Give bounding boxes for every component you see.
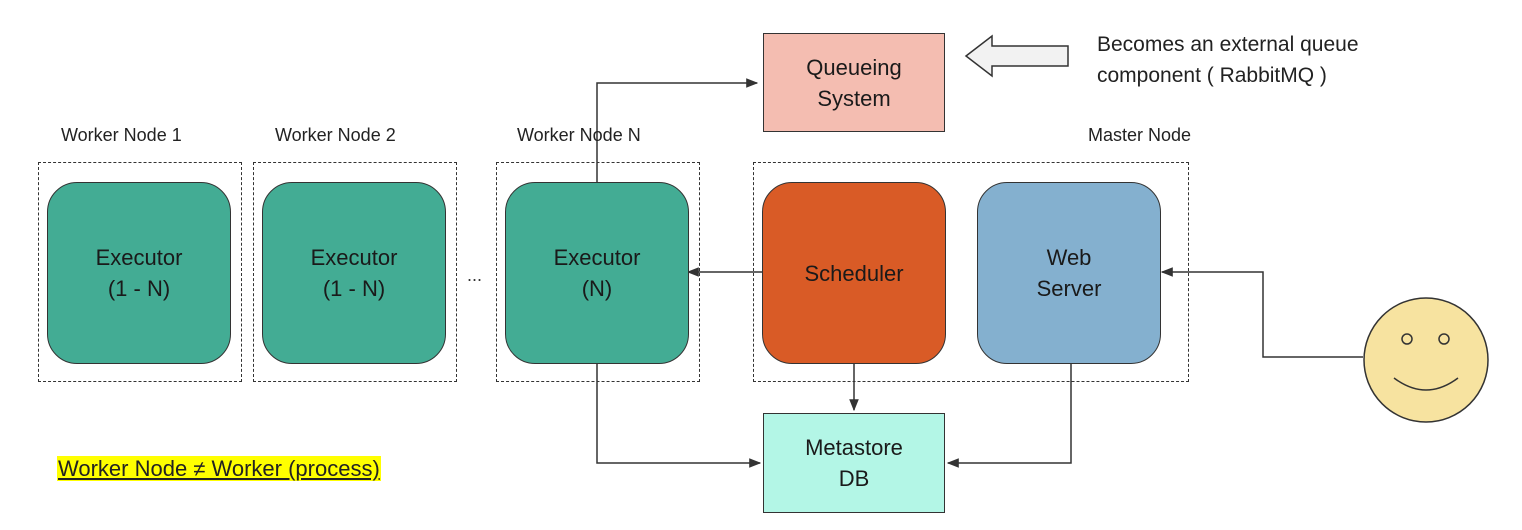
executor-title: Executor	[310, 245, 398, 270]
rabbitmq-note: Becomes an external queue component ( Ra…	[1097, 29, 1359, 91]
metastore-label-line1: Metastore	[805, 435, 903, 460]
worker-node-1-executor: Executor (1 - N)	[47, 182, 231, 364]
executor-title: Executor	[95, 245, 183, 270]
worker-node-2-label: Worker Node 2	[275, 125, 396, 145]
queue-label-line2: System	[817, 85, 891, 111]
webserver-label-line2: Server	[1036, 276, 1102, 301]
webserver-box: Web Server	[977, 182, 1161, 364]
worker-node-1-group	[38, 162, 242, 382]
worker-node-1-label: Worker Node 1	[61, 125, 182, 145]
metastore-label-line2: DB	[838, 466, 870, 491]
master-node-group	[753, 162, 1189, 382]
executor-count: (1 - N)	[107, 276, 171, 301]
ellipsis: ...	[467, 265, 483, 285]
executor-to-metastore-arrow	[596, 364, 762, 468]
metastore-db-box: Metastore DB	[763, 413, 945, 513]
webserver-to-metastore-arrow	[946, 364, 1072, 468]
executor-count: (N)	[581, 276, 613, 301]
note-line1: Becomes an external queue	[1097, 33, 1359, 56]
executor-count: (1 - N)	[322, 276, 386, 301]
worker-node-caption: Worker Node ≠ Worker (process)	[57, 456, 381, 482]
executor-to-queue-arrow	[596, 78, 759, 182]
note-line2: component ( RabbitMQ )	[1097, 64, 1327, 87]
caption-text: Worker Node ≠ Worker (process)	[57, 456, 381, 481]
scheduler-label: Scheduler	[804, 260, 904, 286]
worker-node-n-group	[496, 162, 700, 382]
user-icon	[1363, 297, 1489, 423]
queue-label-line1: Queueing	[806, 54, 902, 80]
webserver-label-line1: Web	[1046, 245, 1092, 270]
worker-node-n-executor: Executor (N)	[505, 182, 689, 364]
scheduler-box: Scheduler	[762, 182, 946, 364]
queueing-system-box: Queueing System	[763, 33, 945, 132]
executor-title: Executor	[553, 245, 641, 270]
worker-node-n-label: Worker Node N	[517, 125, 641, 145]
worker-node-2-group	[253, 162, 457, 382]
master-node-label: Master Node	[1088, 125, 1192, 145]
worker-node-2-executor: Executor (1 - N)	[262, 182, 446, 364]
user-to-webserver-arrow	[1160, 267, 1363, 358]
hollow-left-arrow-icon	[964, 34, 1069, 78]
